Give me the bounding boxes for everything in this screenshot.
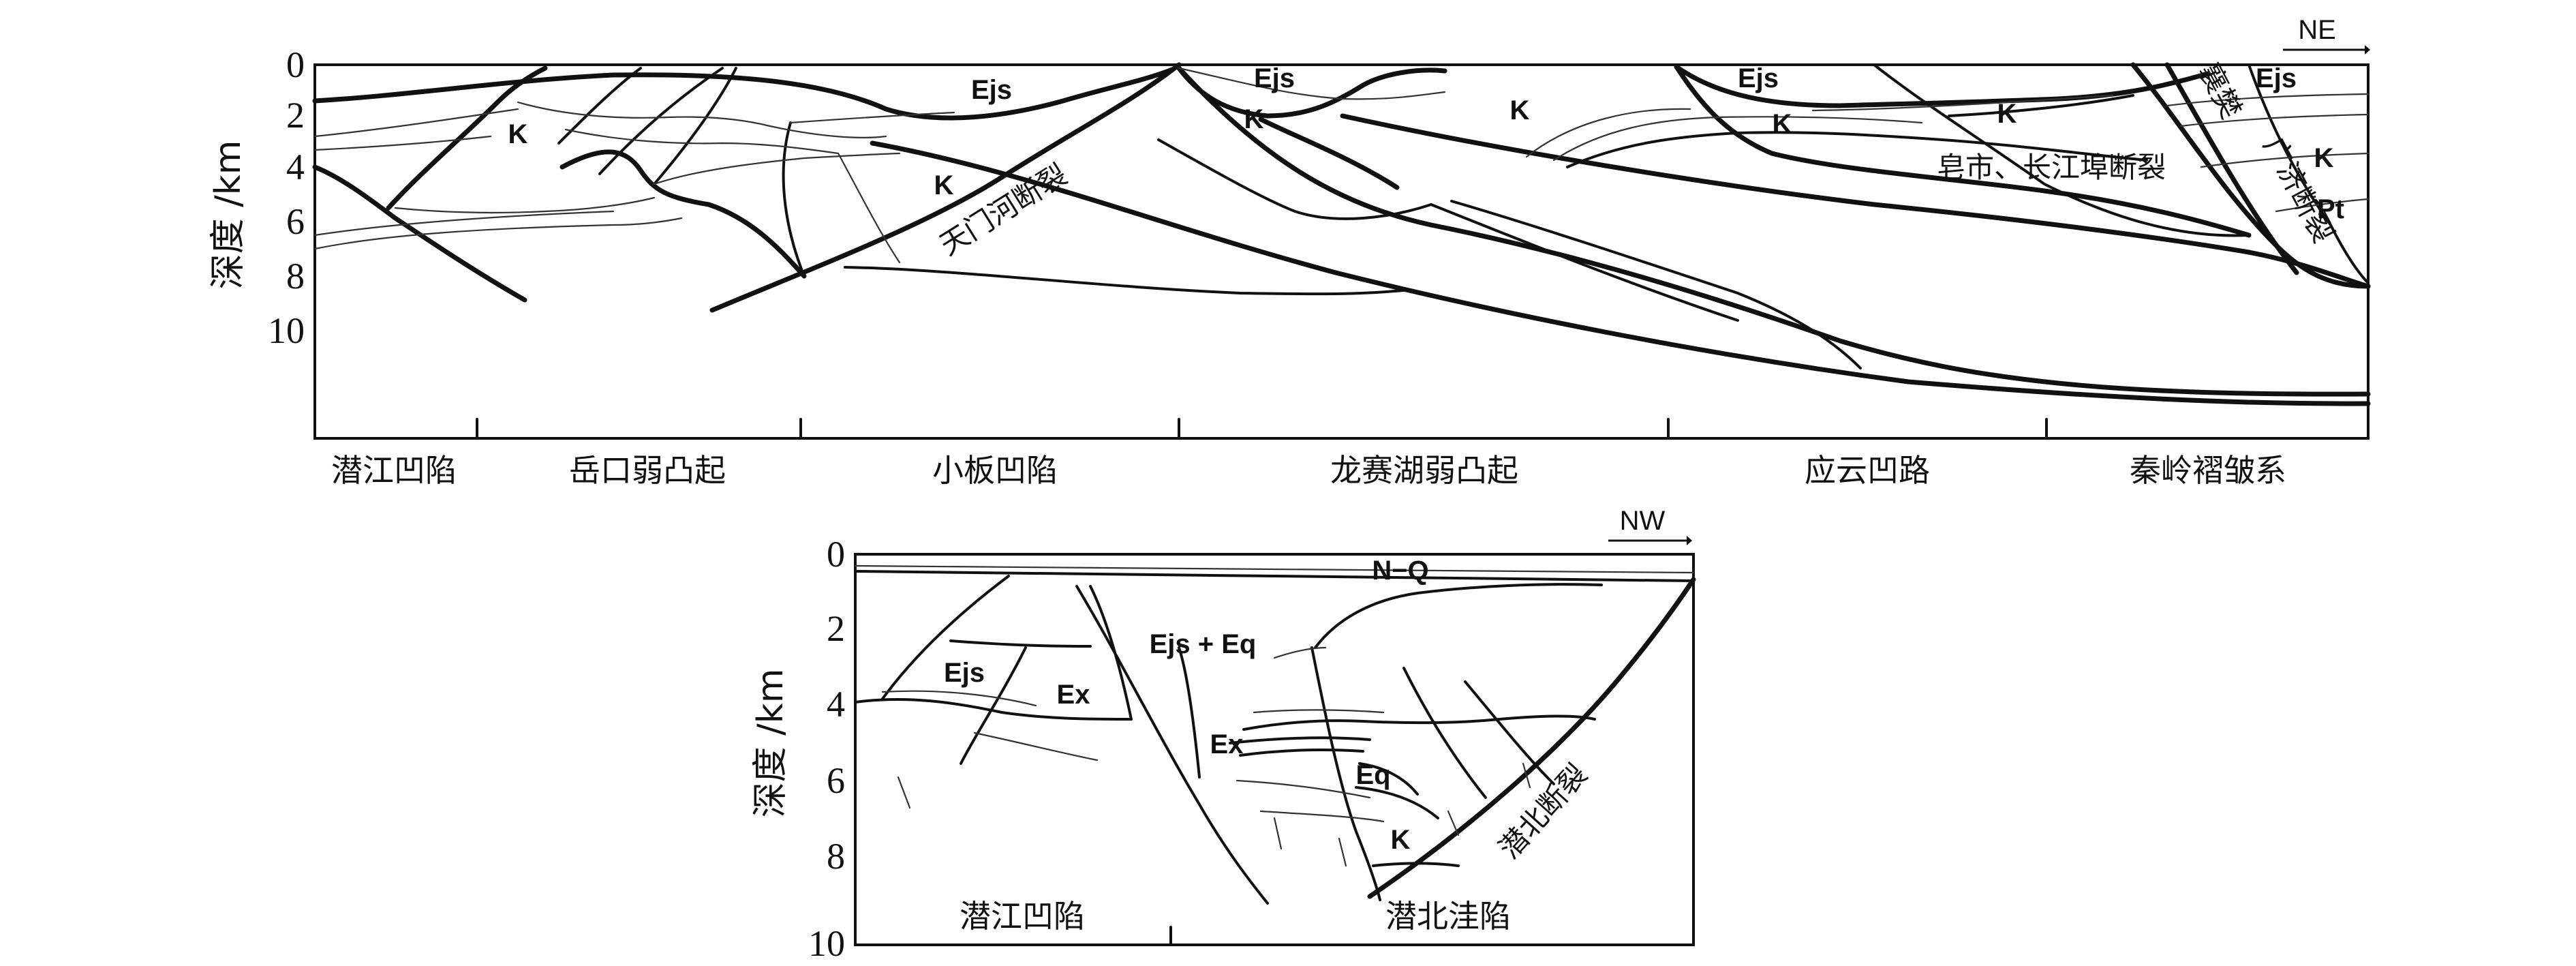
fault-west-5: [654, 68, 736, 184]
bottom-direction-arrowhead: [1687, 536, 1692, 545]
bottom-region-qianjiang: 潜江凹陷: [960, 898, 1085, 935]
top-unconformity-west: [315, 70, 1172, 118]
top-fault-label-zaoshi: 皂市、长江埠断裂: [1937, 151, 2166, 184]
top-region-xiaoban: 小板凹陷: [932, 452, 1058, 489]
top-fault-label-xiangfan: 襄樊: [2192, 58, 2248, 124]
top-unit-k7: K: [2314, 143, 2334, 173]
stratum-b13: [1261, 811, 1383, 821]
bottom-section-strata: [855, 566, 1693, 903]
top-unit-k4: K: [1510, 95, 1530, 125]
top-unit-ejs2: Ejs: [1254, 63, 1295, 93]
bottom-unit-ejs: Ejs: [944, 658, 985, 688]
bottom-unit-ejs-eq: Ejs + Eq: [1150, 629, 1257, 659]
bottom-unit-k: K: [1391, 825, 1411, 855]
bottom-unit-ex2: Ex: [1210, 729, 1244, 759]
top-region-qinling: 秦岭褶皱系: [2130, 452, 2286, 489]
bottom-direction-label: NW: [1620, 506, 1666, 536]
stratum-west-5: [395, 198, 654, 213]
top-unit-k5: K: [1773, 109, 1792, 139]
top-direction-label: NE: [2298, 15, 2336, 45]
top-depth-tick-4: 4: [286, 147, 305, 187]
stratum-west-3: [315, 218, 681, 249]
stratum-b4: [975, 733, 1097, 760]
top-unit-k6: K: [1997, 99, 2017, 129]
stratum-west-2: [315, 109, 518, 136]
fault-yuekou-east: [562, 152, 804, 276]
top-unit-ejs4: Ejs: [2256, 63, 2297, 93]
bottom-section: NW 0 2 4 6 8 10 深度 /km 潜江凹陷 潜北洼陷: [750, 506, 1693, 964]
bottom-depth-tick-4: 4: [827, 684, 845, 725]
top-unit-k1: K: [508, 119, 528, 149]
fault-xiaoban-west: [784, 123, 804, 276]
bottom-region-qianbei: 潜北洼陷: [1385, 898, 1511, 935]
stratum-qinling-1: [2167, 94, 2368, 106]
bottom-unit-ex1: Ex: [1057, 680, 1090, 710]
fault-b5: [1404, 668, 1486, 798]
bottom-unit-eq: Eq: [1355, 760, 1390, 790]
top-unit-ejs1: Ejs: [971, 75, 1012, 105]
top-region-yuekou: 岳口弱凸起: [569, 452, 726, 489]
stratum-b8: [1240, 750, 1363, 755]
stratum-b6: [1244, 716, 1595, 729]
bottom-unit-nq: N−Q: [1372, 556, 1428, 586]
top-depth-tick-0: 0: [286, 44, 305, 85]
stratum-b11: [1356, 787, 1438, 818]
top-depth-tick-10: 10: [268, 310, 305, 351]
top-region-yingyun: 应云凹路: [1805, 452, 1930, 489]
stratum-west-1: [315, 136, 491, 150]
bottom-depth-tick-8: 8: [827, 836, 845, 877]
bottom-depth-tick-2: 2: [827, 608, 845, 649]
top-section: NE 0 2 4 6 8 10 深度 /km 潜江凹陷 岳口弱凸起 小板凹陷 龙…: [208, 15, 2370, 489]
fault-small-k: [1261, 119, 1397, 187]
top-y-axis-label: 深度 /km: [208, 140, 249, 290]
top-unit-ejs3: Ejs: [1738, 63, 1779, 93]
bottom-depth-tick-6: 6: [827, 760, 845, 801]
bottom-depth-tick-10: 10: [808, 923, 845, 964]
top-unit-k2: K: [934, 170, 954, 200]
fault-detachment-mid: [1343, 116, 2368, 286]
top-section-strata: [315, 65, 2368, 404]
stratum-west-8: [654, 153, 900, 184]
top-depth-tick-8: 8: [286, 256, 305, 297]
stratum-long-2: [1159, 140, 1431, 219]
bottom-depth-tick-0: 0: [827, 534, 845, 575]
bottom-y-axis-label: 深度 /km: [750, 669, 791, 818]
fault-b6: [1465, 682, 1554, 784]
fault-tick-2: [1274, 818, 1281, 849]
stratum-b16: [1274, 648, 1325, 658]
top-depth-tick-2: 2: [286, 95, 305, 136]
top-direction-arrowhead: [2365, 45, 2370, 55]
stratum-nq-base: [855, 571, 1693, 581]
stratum-ying-2: [1554, 117, 1922, 160]
stratum-qinling-2: [2181, 115, 2368, 126]
fault-b4: [1179, 648, 1199, 777]
stratum-b12: [1237, 781, 1370, 798]
stratum-b15: [1315, 584, 1601, 648]
fault-tick-1: [898, 777, 910, 808]
fault-tick-3: [1448, 811, 1458, 835]
stratum-b9: [1254, 710, 1383, 712]
bottom-section-frame: [855, 554, 1693, 945]
top-depth-tick-6: 6: [286, 201, 305, 242]
fault-west-1: [315, 167, 525, 300]
stratum-b5: [1090, 586, 1131, 719]
top-region-longsaihu: 龙赛湖弱凸起: [1330, 452, 1518, 489]
stratum-b1: [951, 641, 1090, 646]
top-region-qianjiang: 潜江凹陷: [331, 452, 457, 489]
top-unit-k3: K: [1244, 104, 1264, 134]
stratum-b7: [1230, 738, 1370, 743]
fault-tick-4: [1339, 839, 1346, 866]
stratum-ying-3: [1527, 109, 1690, 157]
